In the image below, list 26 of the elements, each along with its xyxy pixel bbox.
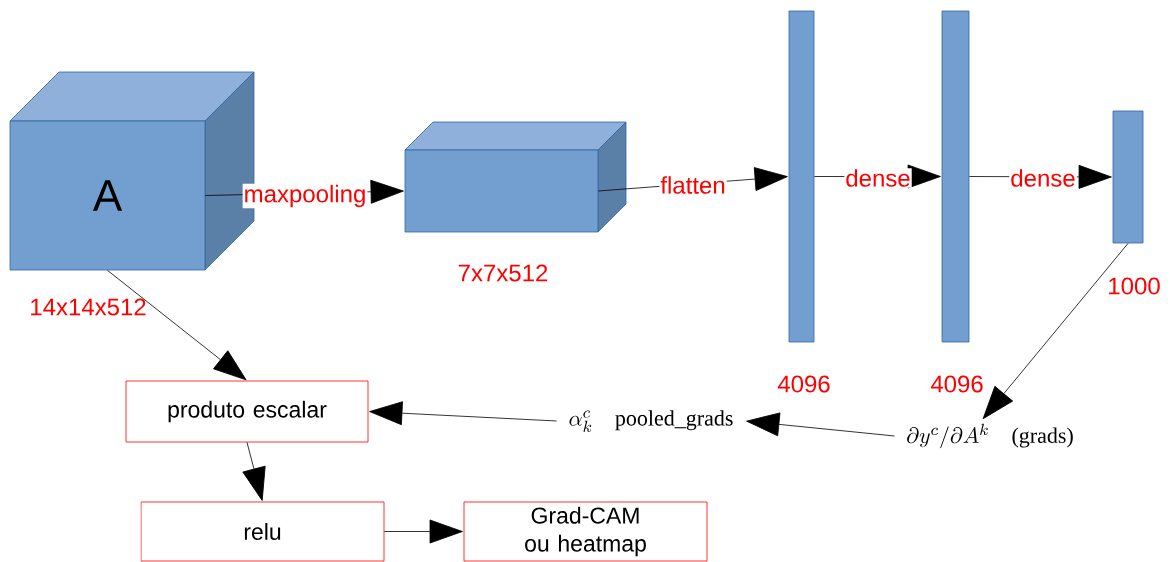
size-label: 4096 xyxy=(777,375,830,393)
size-label: 14x14x512 xyxy=(31,298,146,316)
arrow xyxy=(242,442,266,501)
arrow xyxy=(107,270,247,381)
layer-bar xyxy=(941,10,970,343)
edge-label: dense xyxy=(1009,168,1077,188)
layer-bar xyxy=(1112,110,1144,244)
edge-label: dense xyxy=(844,168,912,188)
edge-label: flatten xyxy=(659,175,727,195)
arrow xyxy=(746,412,895,437)
arrow xyxy=(369,401,557,426)
process-box: Grad-CAM ou heatmap xyxy=(463,501,708,562)
size-label: 1000 xyxy=(1109,277,1160,295)
edge-label: maxpooling xyxy=(242,183,368,209)
cube xyxy=(404,121,627,233)
arrow xyxy=(384,519,463,544)
formula-label: $\alpha_{k}^{c}$ pooled_grads xyxy=(569,410,733,432)
arrow xyxy=(969,164,1112,189)
formula-label: $\partial y^{c}/\partial A^{k}$ (grads) xyxy=(907,423,1073,449)
process-box: relu xyxy=(140,501,385,562)
size-label: 4096 xyxy=(930,375,983,393)
size-label: 7x7x512 xyxy=(458,264,548,282)
arrow xyxy=(982,243,1129,420)
process-box: produto escalar xyxy=(125,380,369,443)
arrow xyxy=(598,167,788,192)
layer-bar xyxy=(788,10,815,343)
